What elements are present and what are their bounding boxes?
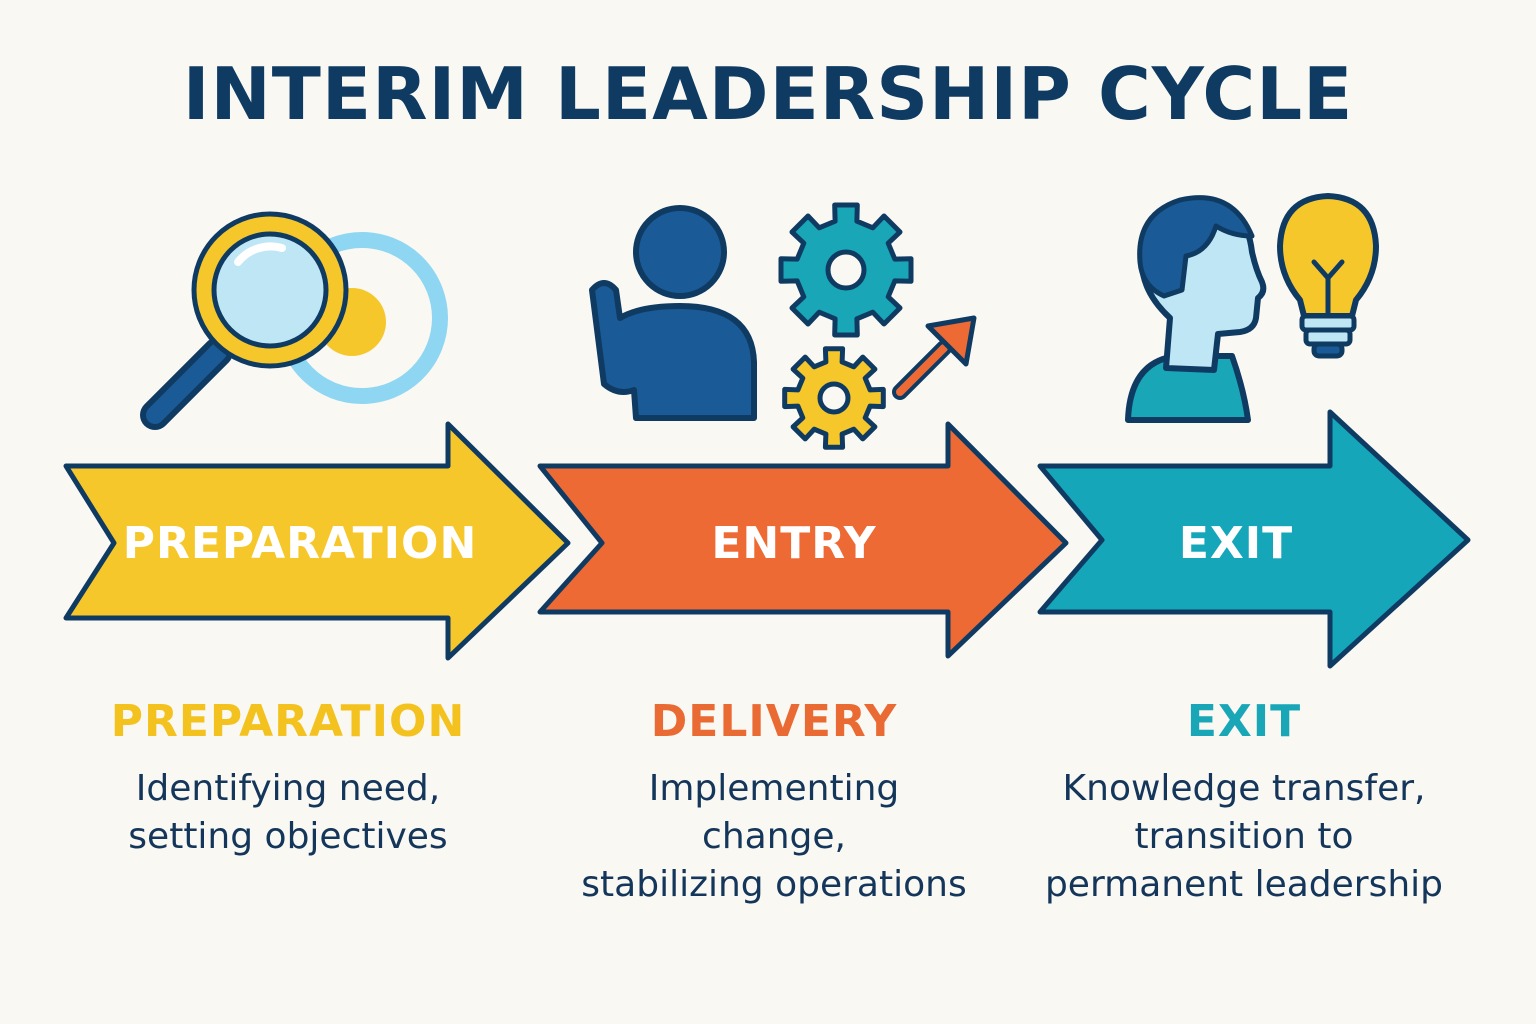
magnifier-icon <box>140 211 349 430</box>
person-waving-icon <box>589 205 757 421</box>
phase-title-exit: EXIT <box>1186 696 1302 747</box>
phase-title-delivery: DELIVERY <box>650 696 898 747</box>
phase-preparation: PREPARATION Identifying need, setting ob… <box>68 696 508 861</box>
phase-title-preparation: PREPARATION <box>110 696 466 747</box>
diagram-title: INTERIM LEADERSHIP CYCLE <box>182 52 1354 136</box>
phase-exit: EXIT Knowledge transfer, transition to p… <box>1024 696 1464 909</box>
arrow-entry: ENTRY <box>537 421 1069 659</box>
person-profile-icon <box>1125 195 1267 423</box>
phase-description-exit: Knowledge transfer, transition to perman… <box>1044 768 1444 905</box>
gear-icon <box>778 202 914 338</box>
phase-delivery: DELIVERY Implementing change, stabilizin… <box>554 696 994 909</box>
phase-description-preparation: Identifying need, setting objectives <box>128 768 448 857</box>
arrow-label-preparation: PREPARATION <box>123 518 478 569</box>
lightbulb-icon <box>1277 193 1379 359</box>
arrow-label-exit: EXIT <box>1179 518 1293 569</box>
growth-arrow-icon <box>892 315 977 400</box>
arrow-preparation: PREPARATION <box>63 421 571 661</box>
arrow-exit: EXIT <box>1037 409 1471 669</box>
gear-icon <box>782 346 886 450</box>
arrow-label-entry: ENTRY <box>711 518 876 569</box>
phase-description-delivery: Implementing change, stabilizing operati… <box>581 768 967 905</box>
